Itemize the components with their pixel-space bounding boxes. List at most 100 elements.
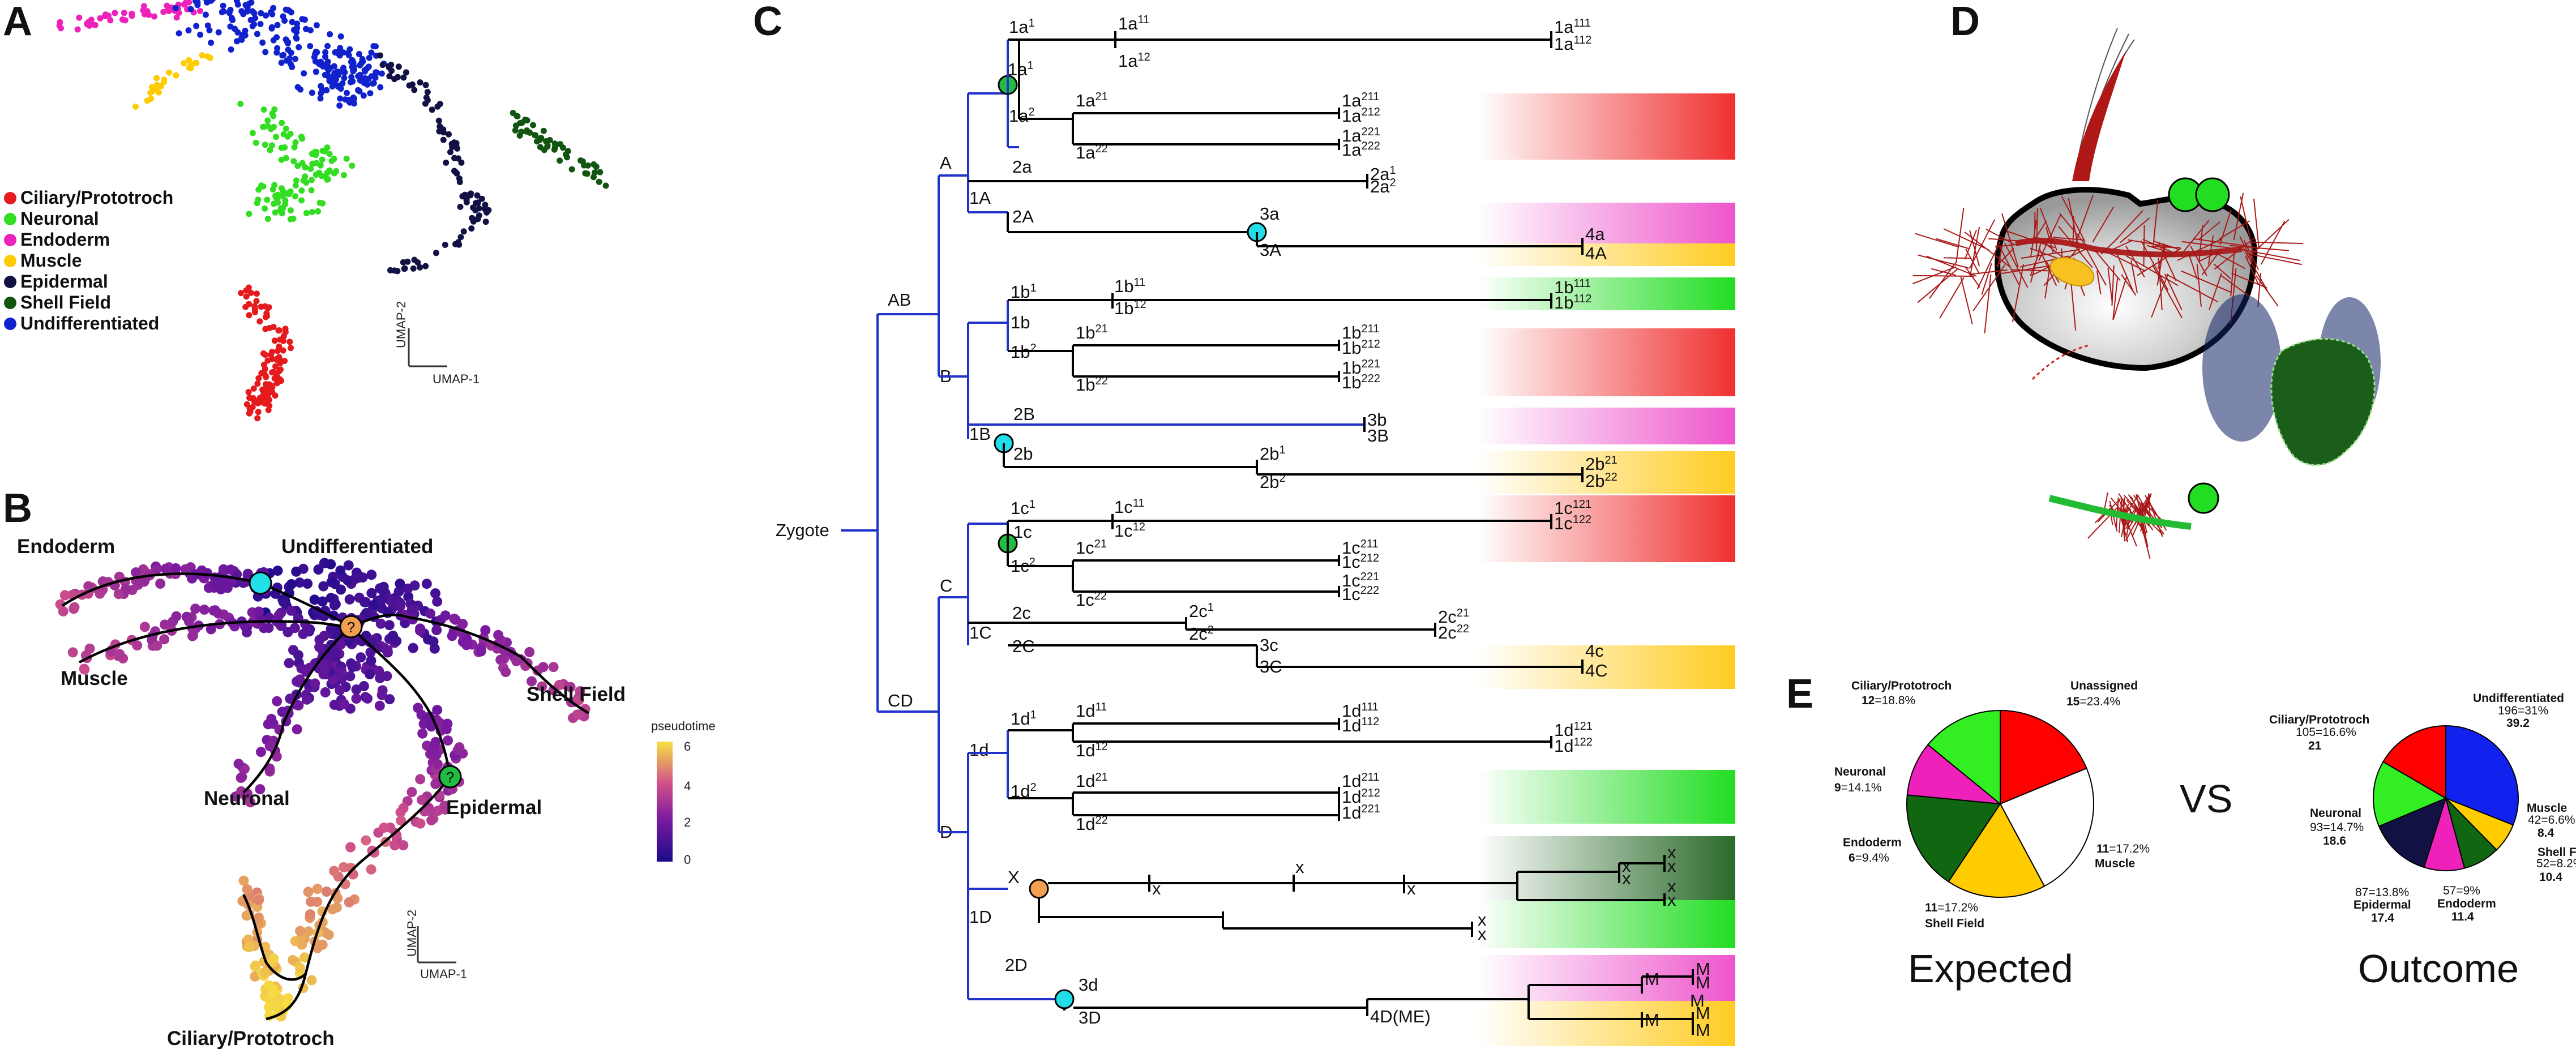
pseudotime-colorbar: pseudotime 6 4 2 0	[651, 719, 716, 867]
umap-point	[234, 29, 241, 36]
out-exp-undiff: 39.2	[2506, 717, 2530, 730]
cilium	[2252, 241, 2304, 245]
umap-point	[303, 210, 310, 216]
pseudotime-point	[319, 631, 330, 641]
umap-point	[237, 101, 244, 107]
apical-tuft-base	[2072, 51, 2126, 181]
umap-point	[373, 69, 379, 76]
pseudotime-point	[171, 611, 182, 622]
umap-point	[293, 29, 300, 36]
pseudotime-point	[432, 759, 443, 769]
legend-label: Endoderm	[20, 229, 110, 250]
cilium	[2125, 245, 2145, 278]
cilium	[2110, 498, 2123, 512]
umap-point	[186, 57, 192, 63]
cell-label: 2b	[1013, 444, 1033, 464]
pie-slice-ciliary-prototroch	[2382, 725, 2446, 799]
cilium	[2068, 198, 2080, 252]
umap-point	[307, 27, 314, 33]
cell-label: 1d12	[1076, 740, 1108, 760]
cell-label: x	[1667, 876, 1676, 896]
umap-point	[303, 179, 310, 186]
cilium	[2044, 267, 2051, 299]
cell-label: 3c	[1260, 635, 1278, 655]
umap-point	[331, 170, 337, 177]
pseudotime-point	[403, 583, 413, 594]
umap-point	[246, 312, 253, 319]
umap-point	[337, 33, 344, 40]
exp-label-unassigned: Unassigned	[2070, 679, 2138, 692]
out-stat-undiff: 196=31%	[2498, 704, 2548, 717]
umap-point	[298, 187, 305, 194]
pseudotime-point	[527, 676, 537, 687]
pie-slice-epidermal	[2378, 797, 2447, 868]
cilium	[2181, 270, 2232, 293]
umap-point	[76, 14, 83, 21]
label-undifferentiated: Undifferentiated	[281, 536, 433, 558]
umap-point	[540, 127, 547, 134]
umap-point	[482, 219, 489, 225]
umap-point	[262, 366, 268, 372]
cell-label: 1d	[969, 740, 989, 760]
umap-point	[267, 147, 273, 153]
pseudotime-point	[511, 656, 522, 666]
pseudotime-point	[159, 634, 170, 645]
umap-point	[226, 10, 233, 16]
umap-point	[228, 46, 234, 53]
exp-value-neuronal: 9=14.1%	[1834, 781, 1882, 794]
umap-point	[264, 357, 271, 364]
colorbar-tick-4: 4	[684, 779, 691, 793]
umap-point	[278, 185, 285, 192]
pseudotime-point	[303, 926, 314, 937]
legend-swatch	[4, 276, 16, 288]
umap-point	[253, 139, 259, 146]
umap-point	[474, 192, 481, 199]
umap-point	[220, 8, 227, 15]
exp-label-endoderm: Endoderm	[1843, 836, 1902, 849]
umap-point	[324, 66, 331, 72]
cilium	[2092, 207, 2114, 243]
cell-label: M	[1696, 973, 1710, 992]
umap-point	[446, 131, 452, 138]
cell-label: 1d11	[1076, 701, 1107, 721]
exp-label-neuronal: Neuronal	[1834, 765, 1886, 778]
cilium	[2193, 238, 2250, 247]
cilium	[2031, 220, 2047, 245]
umap-point	[269, 11, 276, 18]
umap-point	[346, 99, 353, 106]
umap-point	[208, 0, 215, 4]
umap-point	[340, 65, 347, 71]
label-epidermal: Epidermal	[446, 797, 542, 819]
pseudotime-point	[242, 884, 253, 894]
umap-point	[285, 7, 292, 14]
legend-label: Neuronal	[20, 208, 99, 229]
pseudotime-point	[574, 709, 584, 720]
umap-point	[299, 16, 306, 23]
umap-point	[473, 200, 479, 207]
umap-point	[324, 42, 331, 49]
umap-point	[388, 62, 395, 68]
cilium	[1931, 268, 1957, 276]
umap-point	[264, 216, 271, 222]
cilium	[2094, 250, 2121, 281]
umap-point	[271, 182, 278, 189]
umap-point	[551, 146, 558, 153]
umap-point	[242, 303, 249, 310]
cell-label: 1a21	[1076, 91, 1108, 110]
umap-point	[199, 52, 206, 59]
umap-point	[238, 35, 245, 41]
pie-slice-neuronal	[1927, 709, 2001, 806]
umap-point	[301, 70, 307, 77]
pseudotime-point	[413, 703, 423, 713]
outcome-title: Outcome	[2358, 947, 2519, 991]
umap-point	[271, 375, 278, 382]
cell-label: 3A	[1260, 240, 1281, 260]
umap-point	[208, 40, 215, 46]
cilium	[2208, 236, 2214, 265]
out-exp-epidermal: 17.4	[2371, 911, 2394, 924]
umap-point	[197, 31, 204, 38]
exp-label-muscle: Muscle	[2095, 857, 2135, 870]
pseudotime-point	[335, 565, 346, 576]
pseudotime-point	[160, 619, 170, 630]
pseudotime-point	[312, 943, 323, 953]
